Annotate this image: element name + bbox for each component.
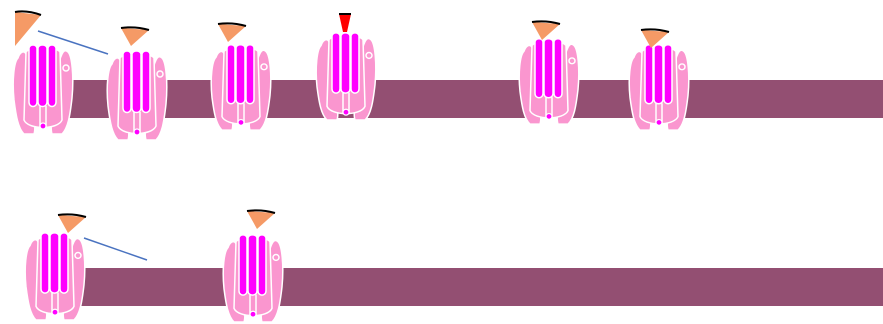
ligand-ring xyxy=(273,254,279,260)
membrane-top xyxy=(68,80,883,118)
channel-4 xyxy=(316,33,376,120)
channel-5 xyxy=(519,39,579,124)
core-helix-2 xyxy=(236,45,245,104)
core-helix-2 xyxy=(248,235,257,295)
channel-1 xyxy=(13,45,73,134)
pore-bottom xyxy=(656,120,662,126)
channel-7 xyxy=(25,233,85,320)
membrane-bottom xyxy=(80,268,883,306)
ligand-ring xyxy=(75,252,81,258)
ligand-ring xyxy=(261,64,267,70)
ligand-ring xyxy=(157,71,163,77)
core-helix-3 xyxy=(554,39,562,98)
core-helix-1 xyxy=(239,235,247,295)
channel-6 xyxy=(629,45,689,130)
core-helix-2 xyxy=(544,39,553,98)
core-helix-3 xyxy=(246,45,254,104)
core-helix-2 xyxy=(654,45,663,104)
ligand-ring xyxy=(63,65,69,71)
ligand-ring xyxy=(366,52,372,58)
ligand-ring xyxy=(679,64,685,70)
core-helix-3 xyxy=(258,235,266,295)
core-helix-1 xyxy=(227,45,235,104)
core-helix-1 xyxy=(332,33,340,93)
pore-bottom xyxy=(238,120,244,126)
core-helix-2 xyxy=(38,45,47,107)
core-helix-1 xyxy=(29,45,37,107)
core-helix-3 xyxy=(664,45,672,104)
channel-2 xyxy=(107,51,167,140)
core-helix-1 xyxy=(123,51,131,113)
core-helix-1 xyxy=(41,233,49,293)
pore-bottom xyxy=(134,129,140,135)
ligand-ring xyxy=(569,58,575,64)
pore-bottom xyxy=(343,109,349,115)
core-helix-1 xyxy=(535,39,543,98)
pore-bottom xyxy=(52,309,58,315)
core-helix-2 xyxy=(132,51,141,113)
core-helix-3 xyxy=(351,33,359,93)
pore-bottom xyxy=(40,123,46,129)
core-helix-1 xyxy=(645,45,653,104)
core-helix-3 xyxy=(60,233,68,293)
core-helix-2 xyxy=(341,33,350,93)
core-helix-3 xyxy=(142,51,150,113)
pore-bottom xyxy=(250,311,256,317)
core-helix-2 xyxy=(50,233,59,293)
channel-3 xyxy=(211,45,271,130)
pore-bottom xyxy=(546,114,552,120)
core-helix-3 xyxy=(48,45,56,107)
channel-8 xyxy=(223,235,283,322)
